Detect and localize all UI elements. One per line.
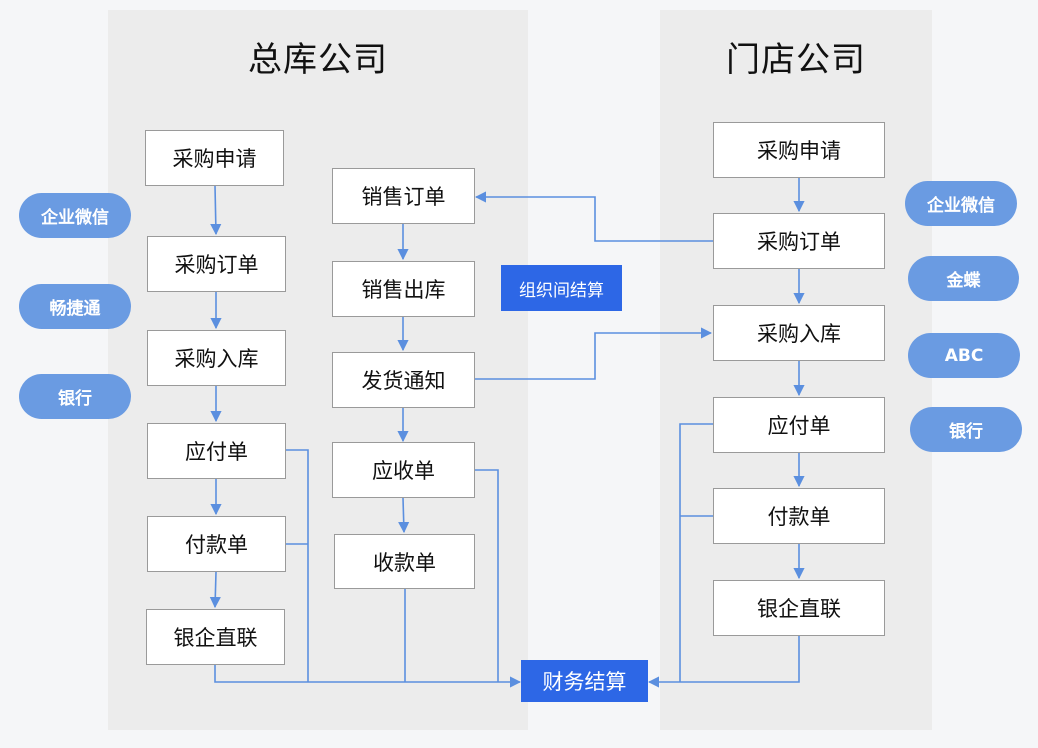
hq-accounts-receivable: 应收单 bbox=[332, 442, 475, 498]
link-hq-bank bbox=[214, 665, 308, 683]
hq-purchase-inbound: 采购入库 bbox=[147, 330, 286, 386]
hq-receipt-slip: 收款单 bbox=[334, 534, 475, 589]
store-purchase-order: 采购订单 bbox=[713, 213, 885, 269]
finance-settlement-tag: 财务结算 bbox=[521, 660, 648, 702]
left-pill-wecom: 企业微信 bbox=[19, 193, 131, 238]
link-st-payable bbox=[679, 423, 713, 682]
right-pill-abc: ABC bbox=[908, 333, 1020, 378]
hq-sales-outbound: 销售出库 bbox=[332, 261, 475, 317]
store-purchase-inbound: 采购入库 bbox=[713, 305, 885, 361]
hq-bank-enterprise-link: 银企直联 bbox=[146, 609, 285, 665]
left-pill-bank: 银行 bbox=[19, 374, 131, 419]
hq-payment-slip: 付款单 bbox=[147, 516, 286, 572]
store-panel-title: 门店公司 bbox=[726, 40, 866, 80]
link-st-to-finance bbox=[647, 636, 800, 688]
hq-panel-title: 总库公司 bbox=[248, 40, 388, 80]
arrow-hq-p5 bbox=[209, 571, 221, 609]
link-store-order-to-sales-order bbox=[474, 191, 713, 242]
arrow-hq-s4 bbox=[398, 497, 410, 534]
link-hq-receivable bbox=[475, 469, 499, 682]
link-delivery-to-store-inbound bbox=[475, 327, 713, 380]
right-pill-wecom: 企业微信 bbox=[905, 181, 1017, 226]
hq-delivery-notice: 发货通知 bbox=[332, 352, 475, 408]
inter-org-settlement-tag: 组织间结算 bbox=[501, 265, 622, 311]
store-accounts-payable: 应付单 bbox=[713, 397, 885, 453]
link-hq-payable bbox=[286, 449, 309, 682]
store-purchase-request: 采购申请 bbox=[713, 122, 885, 178]
store-payment-slip: 付款单 bbox=[713, 488, 885, 544]
hq-sales-order: 销售订单 bbox=[332, 168, 475, 224]
left-pill-chanjet: 畅捷通 bbox=[19, 284, 131, 329]
right-pill-kingdee: 金蝶 bbox=[908, 256, 1019, 301]
store-bank-enterprise-link: 银企直联 bbox=[713, 580, 885, 636]
arrow-hq-p1 bbox=[210, 185, 222, 236]
right-pill-bank: 银行 bbox=[910, 407, 1022, 452]
hq-purchase-order: 采购订单 bbox=[147, 236, 286, 292]
hq-purchase-request: 采购申请 bbox=[145, 130, 284, 186]
hq-accounts-payable: 应付单 bbox=[147, 423, 286, 479]
